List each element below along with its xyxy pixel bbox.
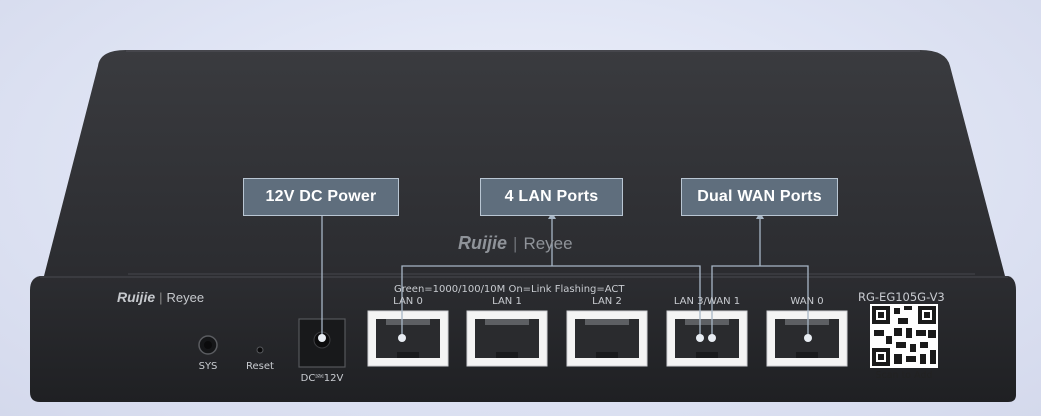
- led-legend: Green=1000/100/10M On=Link Flashing=ACT: [394, 284, 625, 295]
- dc-label: DC⎃12V: [300, 373, 344, 384]
- reset-hole: [256, 346, 264, 354]
- port-lan3-wan1: [666, 310, 748, 367]
- model-number: RG-EG105G-V3: [858, 290, 945, 304]
- ethernet-ports: [367, 310, 848, 367]
- sys-label: SYS: [198, 361, 218, 372]
- wan-connector: [711, 216, 809, 338]
- port-label-lan1: LAN 1: [492, 296, 522, 307]
- port-label-lan3-wan1: LAN 3/WAN 1: [673, 296, 741, 307]
- qr-code-pattern: [870, 304, 938, 368]
- callout-4-lan-ports: 4 LAN Ports: [480, 178, 623, 216]
- connector-endpoints: [318, 334, 812, 342]
- brand-logo-front: Ruijie|Reyee: [117, 289, 205, 305]
- lan-connector: [401, 216, 701, 338]
- router-top-surface: [44, 50, 1005, 276]
- port-label-wan0: WAN 0: [790, 296, 824, 307]
- port-label-lan2: LAN 2: [592, 296, 622, 307]
- qr-sticker: Scan to Add: [862, 300, 946, 384]
- port-lan2: [566, 310, 648, 367]
- port-label-lan0: LAN 0: [393, 296, 423, 307]
- callout-connectors: [321, 216, 809, 338]
- port-wan0: [766, 310, 848, 367]
- reset-label: Reset: [246, 361, 274, 372]
- qr-caption: Scan to Add: [875, 370, 933, 381]
- brand-logo-top: Ruijie|Reyee: [458, 233, 573, 253]
- port-lan1: [466, 310, 548, 367]
- callout-dual-wan-ports: Dual WAN Ports: [681, 178, 838, 216]
- port-lan0: [367, 310, 449, 367]
- callout-12v-dc-power: 12V DC Power: [243, 178, 399, 216]
